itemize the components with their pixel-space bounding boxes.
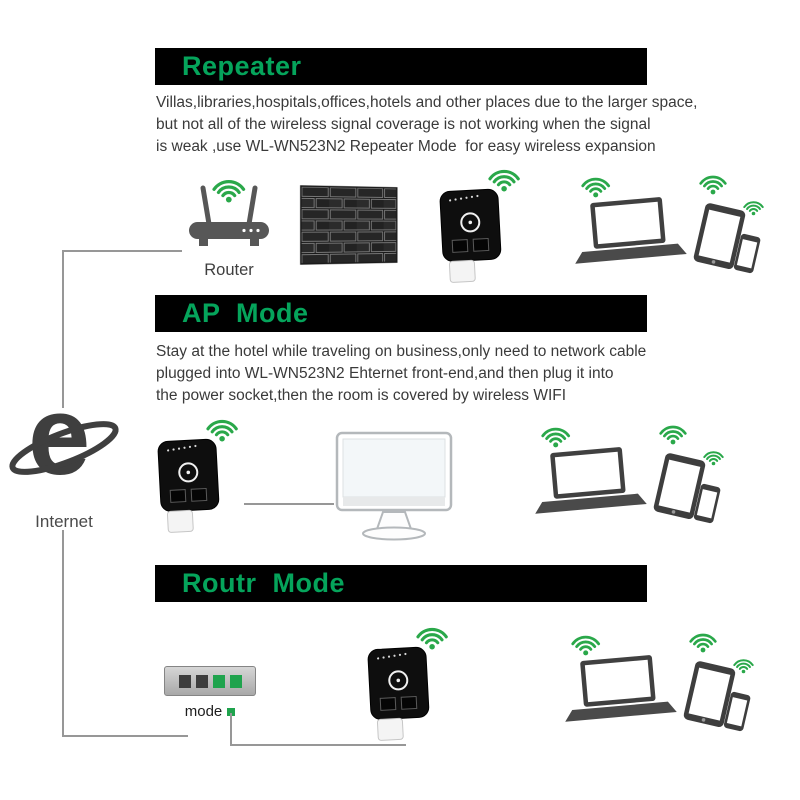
desktop-monitor-icon [335,431,453,541]
tablet-icon [683,661,736,727]
modem-port [178,674,191,688]
ap-mode-title: AP Mode [182,298,309,328]
modem-label-row: mode [164,703,256,720]
wifi-icon [703,451,724,467]
ie-orbit-ring [9,421,119,475]
connector-line [62,735,188,737]
repeater-title: Repeater [182,51,302,81]
connector-line [62,530,64,737]
description-line: is weak ,use WL-WN523N2 Repeater Mode fo… [156,138,656,155]
repeater-section-header: Repeater [155,48,647,85]
connector-line [62,250,182,252]
wifi-icon [659,425,687,446]
modem-icon [164,666,256,696]
description-line: but not all of the wireless signal cover… [156,116,651,133]
wifi-repeater-icon [157,419,238,533]
laptop-icon [535,447,647,514]
wifi-icon [416,627,448,652]
internet-explorer-icon: e [9,380,119,508]
router-antenna [200,185,212,227]
wifi-icon [206,419,238,444]
wifi-icon [581,177,611,199]
wifi-icon [689,633,717,654]
description-line: Villas,libraries,hospitals,offices,hotel… [156,94,698,111]
wifi-icon [571,635,601,657]
tablet-icon [653,453,706,519]
connector-line [230,713,232,746]
brick-wall [301,186,397,264]
phone-icon [733,233,761,274]
repeater-description: Villas,libraries,hospitals,offices,hotel… [156,92,697,158]
power-plug [376,717,404,741]
indicator-dot [227,707,236,716]
wifi-icon [743,201,764,217]
power-plug [448,259,476,283]
connector-line [62,250,64,408]
ap-mode-section-header: AP Mode [155,295,647,332]
description-line: Stay at the hotel while traveling on bus… [156,343,647,360]
modem-led [212,674,225,688]
client-devices-icon [575,175,764,274]
phone-icon [723,691,751,732]
wifi-icon [699,175,727,196]
connector-line [230,744,406,746]
phone-icon [693,483,721,524]
wifi-repeater-icon [439,169,520,283]
modem-port [195,674,208,688]
router-icon [189,179,269,246]
tablet-icon [693,203,746,269]
router-mode-section-header: Routr Mode [155,565,647,602]
wifi-icon [733,659,754,675]
wifi-icon [212,179,246,205]
modem-led [229,674,242,688]
description-line: plugged into WL-WN523N2 Ehternet front-e… [156,365,614,382]
client-devices-icon [565,633,754,732]
wifi-icon [541,427,571,449]
wifi-icon [488,169,520,194]
router-label: Router [204,261,254,279]
ap-mode-description: Stay at the hotel while traveling on bus… [156,341,646,407]
router-mode-title: Routr Mode [182,568,345,598]
internet-label: Internet [35,512,93,531]
description-line: the power socket,then the room is covere… [156,387,567,404]
laptop-icon [565,655,677,722]
laptop-icon [575,197,687,264]
client-devices-icon [535,425,724,524]
connector-line [244,503,334,505]
router-antenna [246,185,258,227]
power-plug [166,509,194,533]
modem-label: mode [184,703,223,720]
wifi-repeater-icon [367,627,448,741]
